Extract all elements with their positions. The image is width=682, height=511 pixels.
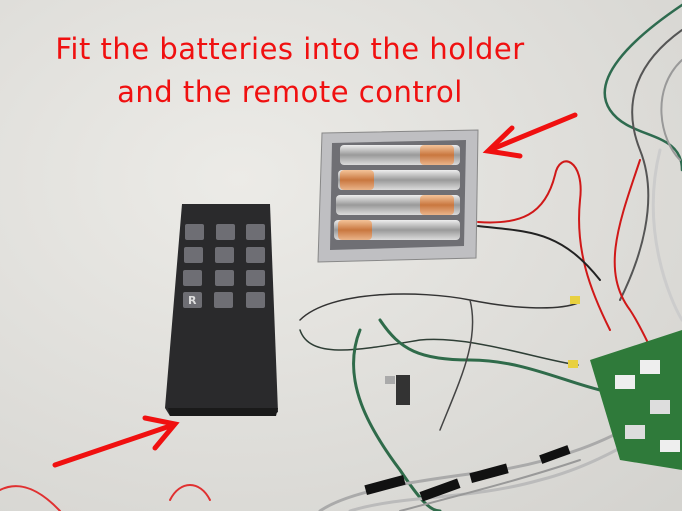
remote-button[interactable] — [246, 224, 265, 240]
wires — [0, 3, 682, 511]
switch — [385, 375, 410, 405]
circuit-board — [590, 330, 682, 470]
remote-button[interactable] — [183, 270, 202, 286]
remote-button[interactable] — [246, 292, 265, 308]
remote-button[interactable] — [246, 270, 265, 286]
remote-button-r-label: R — [188, 294, 197, 307]
led — [570, 296, 580, 304]
arrow-to-remote — [52, 415, 180, 468]
heat-shrink-sleeves — [364, 445, 571, 502]
remote-button[interactable] — [185, 224, 204, 240]
caption-line-1: Fit the batteries into the holder — [55, 32, 525, 66]
remote-button[interactable] — [215, 247, 234, 263]
remote-button-r[interactable] — [183, 292, 202, 308]
battery — [334, 220, 460, 240]
remote-control: R — [165, 204, 278, 416]
led — [568, 360, 578, 368]
arrow-to-holder — [482, 112, 578, 159]
remote-buttons — [183, 224, 265, 308]
remote-button[interactable] — [216, 224, 235, 240]
remote-button[interactable] — [246, 247, 265, 263]
battery — [340, 145, 460, 165]
battery — [336, 195, 460, 215]
remote-button[interactable] — [215, 270, 234, 286]
remote-button[interactable] — [184, 247, 203, 263]
caption-line-2: and the remote control — [117, 75, 463, 109]
remote-button[interactable] — [214, 292, 233, 308]
battery — [338, 170, 460, 190]
battery-holder — [317, 129, 479, 263]
